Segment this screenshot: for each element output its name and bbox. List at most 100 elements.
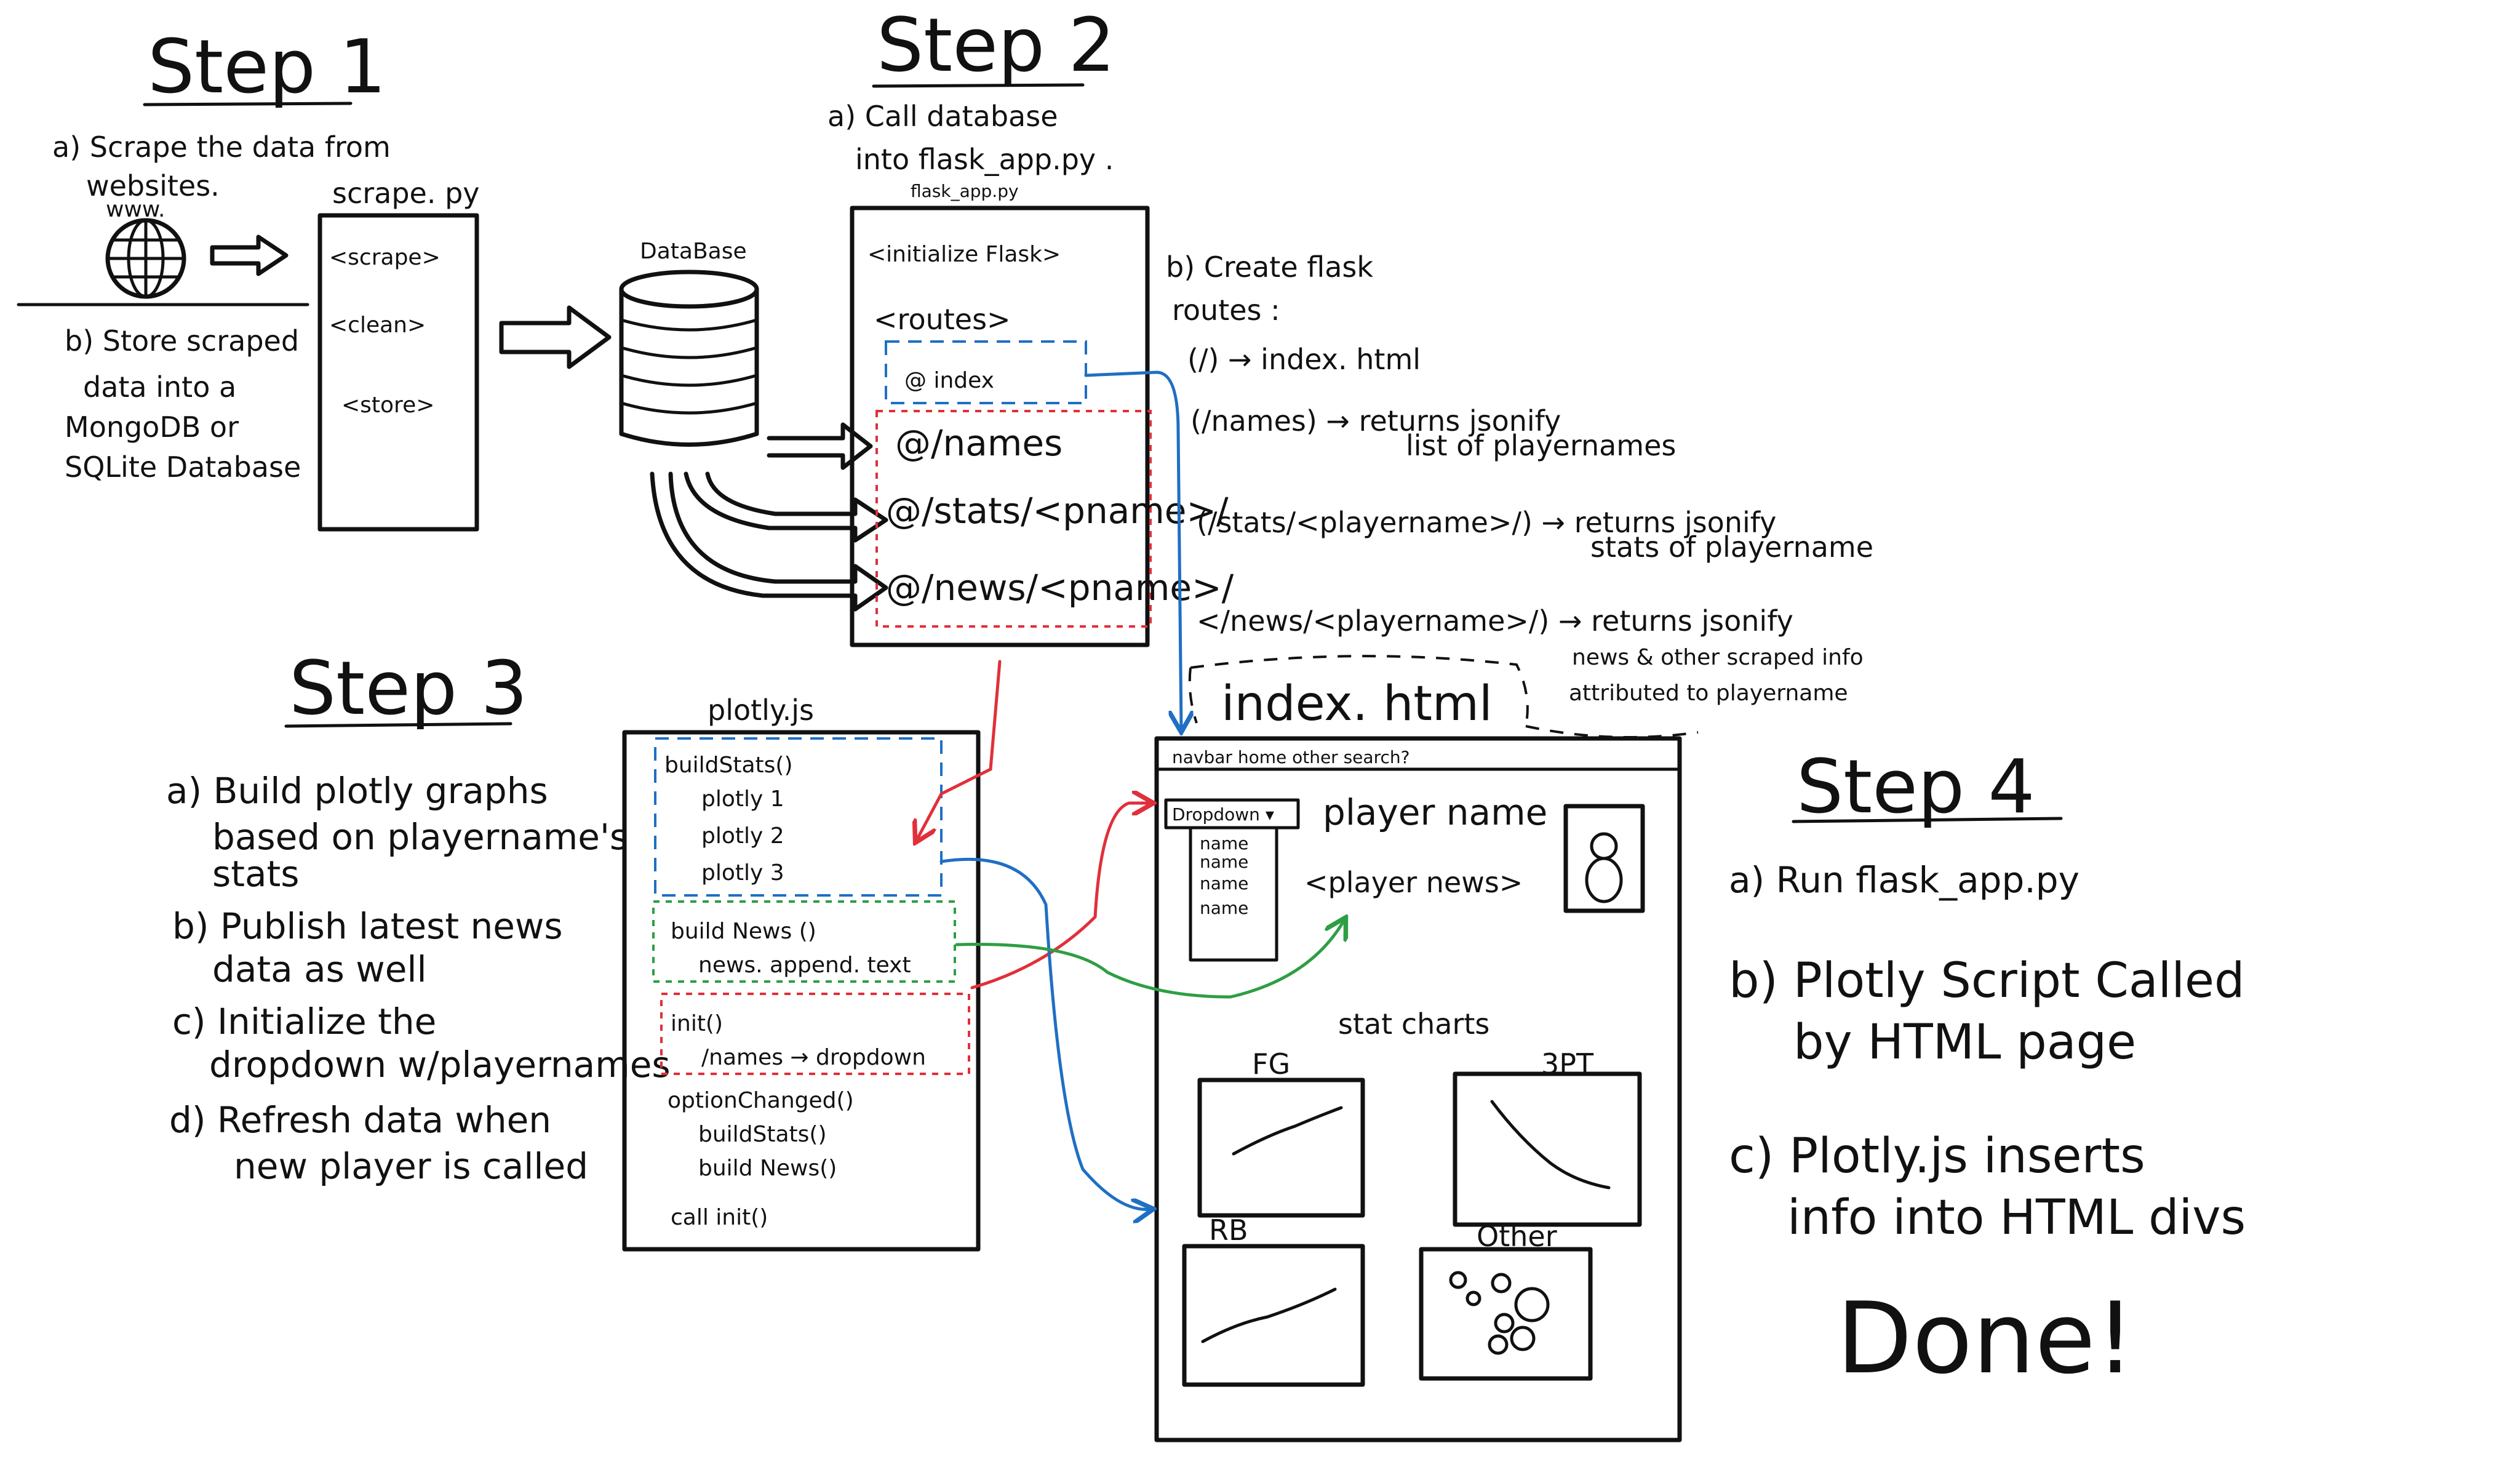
step4-section: Step 4 a) Run flask_app.py b) Plotly Scr… bbox=[1729, 745, 2246, 1396]
step3-c-line2: dropdown w/playernames bbox=[209, 1044, 671, 1086]
blue-arrow-index-to-html bbox=[1084, 370, 1181, 729]
scrape-item-scrape: <scrape> bbox=[329, 245, 441, 270]
step3-d-line1: d) Refresh data when bbox=[169, 1099, 551, 1141]
index-html-section: index. html navbar home other search? Dr… bbox=[1154, 655, 1699, 1442]
step2-b-line2: routes : bbox=[1172, 294, 1280, 327]
step1-b-line2: data into a bbox=[83, 370, 236, 404]
step2-a-line2: into flask_app.py . bbox=[855, 143, 1114, 176]
index-file-cloud bbox=[1188, 655, 1529, 727]
chart-line-3pt bbox=[1490, 1100, 1611, 1190]
code-optionchanged: optionChanged() bbox=[668, 1088, 854, 1113]
connectors bbox=[917, 370, 1344, 1209]
blue-arrow-stats-to-charts bbox=[939, 857, 1150, 1209]
green-arrow-news-to-html bbox=[955, 920, 1344, 999]
chart-box-3pt bbox=[1453, 1071, 1642, 1227]
step2-section: Step 2 a) Call database into flask_app.p… bbox=[827, 3, 1873, 706]
step1-a-line2: websites. bbox=[86, 169, 220, 202]
step3-d-line2: new player is called bbox=[234, 1145, 588, 1187]
step4-title-underline bbox=[1792, 817, 2063, 823]
player-photo-box bbox=[1563, 804, 1645, 913]
code-plotly1: plotly 1 bbox=[701, 786, 784, 812]
step3-a-line2: based on playername's bbox=[212, 816, 628, 858]
step2-b-line1: b) Create flask bbox=[1166, 250, 1373, 284]
step1-b-line4: SQLite Database bbox=[65, 450, 301, 484]
route-names-b: list of playernames bbox=[1406, 429, 1676, 462]
step1-b-line1: b) Store scraped bbox=[65, 324, 299, 358]
code-news-append: news. append. text bbox=[698, 953, 911, 978]
index-file-label: index. html bbox=[1221, 676, 1493, 732]
step4-title: Step 4 bbox=[1796, 745, 2035, 830]
index-route-dashed-box bbox=[885, 340, 1087, 404]
navbar-text: navbar home other search? bbox=[1172, 747, 1410, 767]
arrow-to-database bbox=[499, 305, 612, 369]
red-arrow-init-to-dropdown bbox=[970, 803, 1150, 990]
db-arrow-stats bbox=[684, 471, 888, 543]
step1-title: Step 1 bbox=[148, 25, 386, 110]
code-plotly3: plotly 3 bbox=[701, 860, 784, 886]
scrape-file-label: scrape. py bbox=[332, 177, 480, 210]
stat-charts-label: stat charts bbox=[1338, 1007, 1489, 1041]
step4-a: a) Run flask_app.py bbox=[1729, 859, 2079, 901]
flask-item-stats: @/stats/<pname>/ bbox=[886, 490, 1229, 532]
dropdown-item-4[interactable]: name bbox=[1200, 898, 1248, 918]
step2-title-underline bbox=[872, 83, 1085, 88]
dropdown-item-2[interactable]: name bbox=[1200, 852, 1248, 872]
step1-a-line1: a) Scrape the data from bbox=[52, 130, 391, 164]
step4-b-line2: by HTML page bbox=[1793, 1015, 2136, 1070]
code-call-init: call init() bbox=[671, 1205, 768, 1230]
step3-section: Step 3 a) Build plotly graphs based on p… bbox=[166, 646, 981, 1252]
scrape-py-box bbox=[317, 213, 479, 532]
code-buildnews2: build News() bbox=[698, 1156, 837, 1181]
code-buildstats2: buildStats() bbox=[698, 1122, 827, 1147]
api-routes-dashed-box bbox=[875, 410, 1152, 628]
step3-c-line1: c) Initialize the bbox=[172, 1001, 436, 1042]
scrape-item-clean: <clean> bbox=[329, 313, 426, 338]
chart-title-fg: FG bbox=[1252, 1047, 1290, 1081]
dropdown-item-3[interactable]: name bbox=[1200, 873, 1248, 894]
chart-box-rb bbox=[1182, 1244, 1365, 1387]
buildnews-dashed-box bbox=[652, 900, 956, 983]
step3-b-line1: b) Publish latest news bbox=[172, 905, 563, 947]
code-init: init() bbox=[671, 1011, 723, 1036]
route-news-b: news & other scraped info bbox=[1572, 645, 1864, 670]
route-news-c: attributed to playername bbox=[1569, 681, 1848, 706]
scrape-item-store: <store> bbox=[341, 393, 434, 418]
route-news-a: </news/<playername>/) → returns jsonify bbox=[1197, 604, 1793, 638]
step3-a-line1: a) Build plotly graphs bbox=[166, 770, 548, 812]
database-icon bbox=[619, 270, 759, 447]
index-page-box bbox=[1154, 736, 1682, 1442]
code-buildnews: build News () bbox=[671, 919, 816, 944]
route-names-a: (/names) → returns jsonify bbox=[1190, 404, 1561, 438]
dropdown-label: Dropdown ▾ bbox=[1172, 804, 1274, 825]
chart-title-rb: RB bbox=[1209, 1214, 1248, 1247]
code-names-dropdown: /names → dropdown bbox=[701, 1045, 926, 1070]
step4-c-line1: c) Plotly.js inserts bbox=[1729, 1129, 2145, 1184]
db-arrow-names bbox=[767, 422, 873, 470]
route-stats-b: stats of playername bbox=[1590, 530, 1873, 564]
step1-title-underline bbox=[143, 102, 353, 106]
player-news-label: <player news> bbox=[1304, 866, 1523, 899]
chart-box-other bbox=[1419, 1247, 1593, 1381]
dropdown-list bbox=[1189, 826, 1278, 962]
step2-title: Step 2 bbox=[877, 3, 1115, 89]
step3-title-underline bbox=[284, 722, 512, 728]
step1-section: Step 1 a) Scrape the data from websites.… bbox=[17, 25, 888, 612]
flask-item-routes: <routes> bbox=[874, 303, 1011, 336]
init-dashed-box bbox=[660, 993, 970, 1075]
step3-title: Step 3 bbox=[289, 646, 528, 732]
flask-item-names: @/names bbox=[895, 422, 1063, 464]
chart-line-fg bbox=[1232, 1106, 1343, 1156]
arrow-to-scrape bbox=[210, 234, 289, 276]
plotly-file-label: plotly.js bbox=[708, 694, 814, 727]
index-file-cloud-tail bbox=[1525, 725, 1699, 738]
player-avatar-icon bbox=[1585, 832, 1623, 903]
www-label: www. bbox=[106, 197, 165, 222]
step4-b-line1: b) Plotly Script Called bbox=[1729, 953, 2245, 1009]
route-index: (/) → index. html bbox=[1187, 343, 1421, 376]
buildstats-dashed-box bbox=[654, 737, 943, 897]
dropdown-item-1[interactable]: name bbox=[1200, 833, 1248, 854]
globe-icon bbox=[105, 218, 186, 299]
chart-box-fg bbox=[1197, 1078, 1365, 1218]
flask-app-box bbox=[850, 206, 1150, 647]
